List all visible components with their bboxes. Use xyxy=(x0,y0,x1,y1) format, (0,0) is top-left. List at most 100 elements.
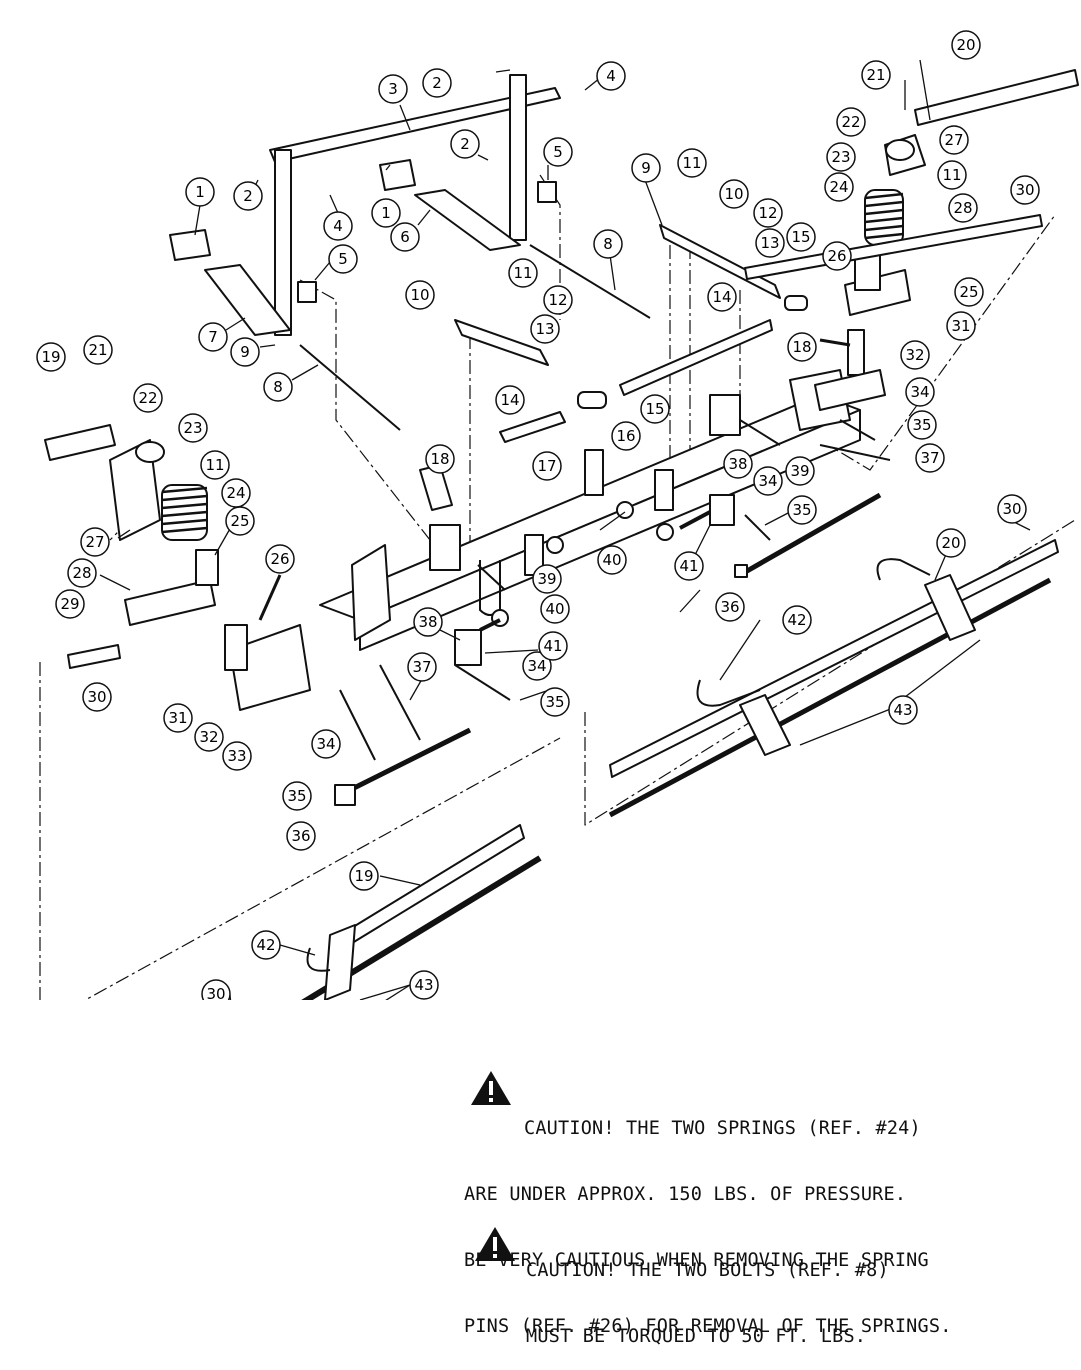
svg-text:35: 35 xyxy=(912,416,931,434)
callout-7: 7 xyxy=(198,322,228,352)
callout-19: 19 xyxy=(36,342,66,372)
callout-24: 24 xyxy=(221,478,251,508)
svg-text:31: 31 xyxy=(951,317,970,335)
svg-text:10: 10 xyxy=(724,185,743,203)
callout-5: 5 xyxy=(543,137,573,167)
svg-text:36: 36 xyxy=(720,598,739,616)
callout-37: 37 xyxy=(915,443,945,473)
callout-24: 24 xyxy=(824,172,854,202)
svg-text:32: 32 xyxy=(199,728,218,746)
svg-text:7: 7 xyxy=(208,328,218,346)
callout-14: 14 xyxy=(707,282,737,312)
callout-3: 3 xyxy=(378,74,408,104)
callout-36: 36 xyxy=(286,821,316,851)
svg-text:30: 30 xyxy=(87,688,106,706)
svg-text:22: 22 xyxy=(841,113,860,131)
callout-6: 6 xyxy=(390,222,420,252)
svg-text:36: 36 xyxy=(291,827,310,845)
callout-42: 42 xyxy=(782,605,812,635)
callout-10: 10 xyxy=(719,179,749,209)
callout-41: 41 xyxy=(674,551,704,581)
callout-28: 28 xyxy=(948,193,978,223)
callout-31: 31 xyxy=(163,703,193,733)
svg-text:27: 27 xyxy=(85,533,104,551)
callout-42: 42 xyxy=(251,930,281,960)
callout-43: 43 xyxy=(888,695,918,725)
callout-5: 5 xyxy=(328,244,358,274)
callout-27: 27 xyxy=(939,125,969,155)
callout-33: 33 xyxy=(222,741,252,771)
svg-text:4: 4 xyxy=(333,217,343,235)
callout-12: 12 xyxy=(753,198,783,228)
caution-bolts: CAUTION! THE TWO BOLTS (REF. #8) MUST BE… xyxy=(526,1216,889,1370)
svg-text:38: 38 xyxy=(418,613,437,631)
callout-19: 19 xyxy=(349,861,379,891)
callout-30: 30 xyxy=(201,979,231,1000)
callout-32: 32 xyxy=(194,722,224,752)
callout-2: 2 xyxy=(233,181,263,211)
svg-text:23: 23 xyxy=(831,148,850,166)
caution-line: BE VERY CAUTIOUS WHEN REMOVING THE SPRIN… xyxy=(464,1250,929,1271)
svg-text:14: 14 xyxy=(712,288,731,306)
callout-32: 32 xyxy=(900,340,930,370)
svg-text:35: 35 xyxy=(287,787,306,805)
callout-23: 23 xyxy=(826,142,856,172)
svg-text:1: 1 xyxy=(381,204,391,222)
svg-text:34: 34 xyxy=(910,383,929,401)
callout-35: 35 xyxy=(282,781,312,811)
callout-38: 38 xyxy=(413,607,443,637)
callout-40: 40 xyxy=(597,545,627,575)
warning-triangle-icon xyxy=(471,1071,511,1105)
callout-22: 22 xyxy=(133,383,163,413)
callout-16: 16 xyxy=(611,421,641,451)
callout-36: 36 xyxy=(715,592,745,622)
svg-text:40: 40 xyxy=(545,600,564,618)
svg-text:35: 35 xyxy=(545,693,564,711)
svg-text:9: 9 xyxy=(240,343,250,361)
callout-20: 20 xyxy=(951,30,981,60)
warning-triangle-icon xyxy=(475,1227,515,1261)
callout-39: 39 xyxy=(532,564,562,594)
svg-text:2: 2 xyxy=(432,74,442,92)
svg-text:37: 37 xyxy=(920,449,939,467)
svg-text:24: 24 xyxy=(829,178,848,196)
callout-9: 9 xyxy=(631,153,661,183)
svg-text:25: 25 xyxy=(230,512,249,530)
svg-text:43: 43 xyxy=(893,701,912,719)
callout-23: 23 xyxy=(178,413,208,443)
svg-text:12: 12 xyxy=(548,291,567,309)
svg-text:13: 13 xyxy=(760,234,779,252)
svg-text:8: 8 xyxy=(273,378,283,396)
svg-text:11: 11 xyxy=(513,264,532,282)
callout-37: 37 xyxy=(407,652,437,682)
callout-38: 38 xyxy=(723,449,753,479)
svg-text:15: 15 xyxy=(791,228,810,246)
svg-text:27: 27 xyxy=(944,131,963,149)
svg-text:22: 22 xyxy=(138,389,157,407)
svg-text:6: 6 xyxy=(400,228,410,246)
svg-text:11: 11 xyxy=(205,456,224,474)
svg-text:33: 33 xyxy=(227,747,246,765)
svg-text:41: 41 xyxy=(543,637,562,655)
svg-text:5: 5 xyxy=(553,143,563,161)
callout-11: 11 xyxy=(937,160,967,190)
svg-text:3: 3 xyxy=(388,80,398,98)
callout-20: 20 xyxy=(936,528,966,558)
svg-text:17: 17 xyxy=(537,457,556,475)
caution-line: MUST BE TORQUED TO 50 FT. LBS. xyxy=(526,1326,867,1347)
svg-text:18: 18 xyxy=(792,338,811,356)
caution-line: ARE UNDER APPROX. 150 LBS. OF PRESSURE. xyxy=(464,1184,907,1205)
svg-text:42: 42 xyxy=(256,936,275,954)
svg-text:31: 31 xyxy=(168,709,187,727)
callout-11: 11 xyxy=(200,450,230,480)
svg-text:29: 29 xyxy=(60,595,79,613)
svg-text:39: 39 xyxy=(790,462,809,480)
callout-11: 11 xyxy=(508,258,538,288)
callout-12: 12 xyxy=(543,285,573,315)
svg-text:37: 37 xyxy=(412,658,431,676)
callout-14: 14 xyxy=(495,385,525,415)
callout-13: 13 xyxy=(755,228,785,258)
callout-34: 34 xyxy=(753,466,783,496)
callout-26: 26 xyxy=(822,241,852,271)
callout-21: 21 xyxy=(861,60,891,90)
